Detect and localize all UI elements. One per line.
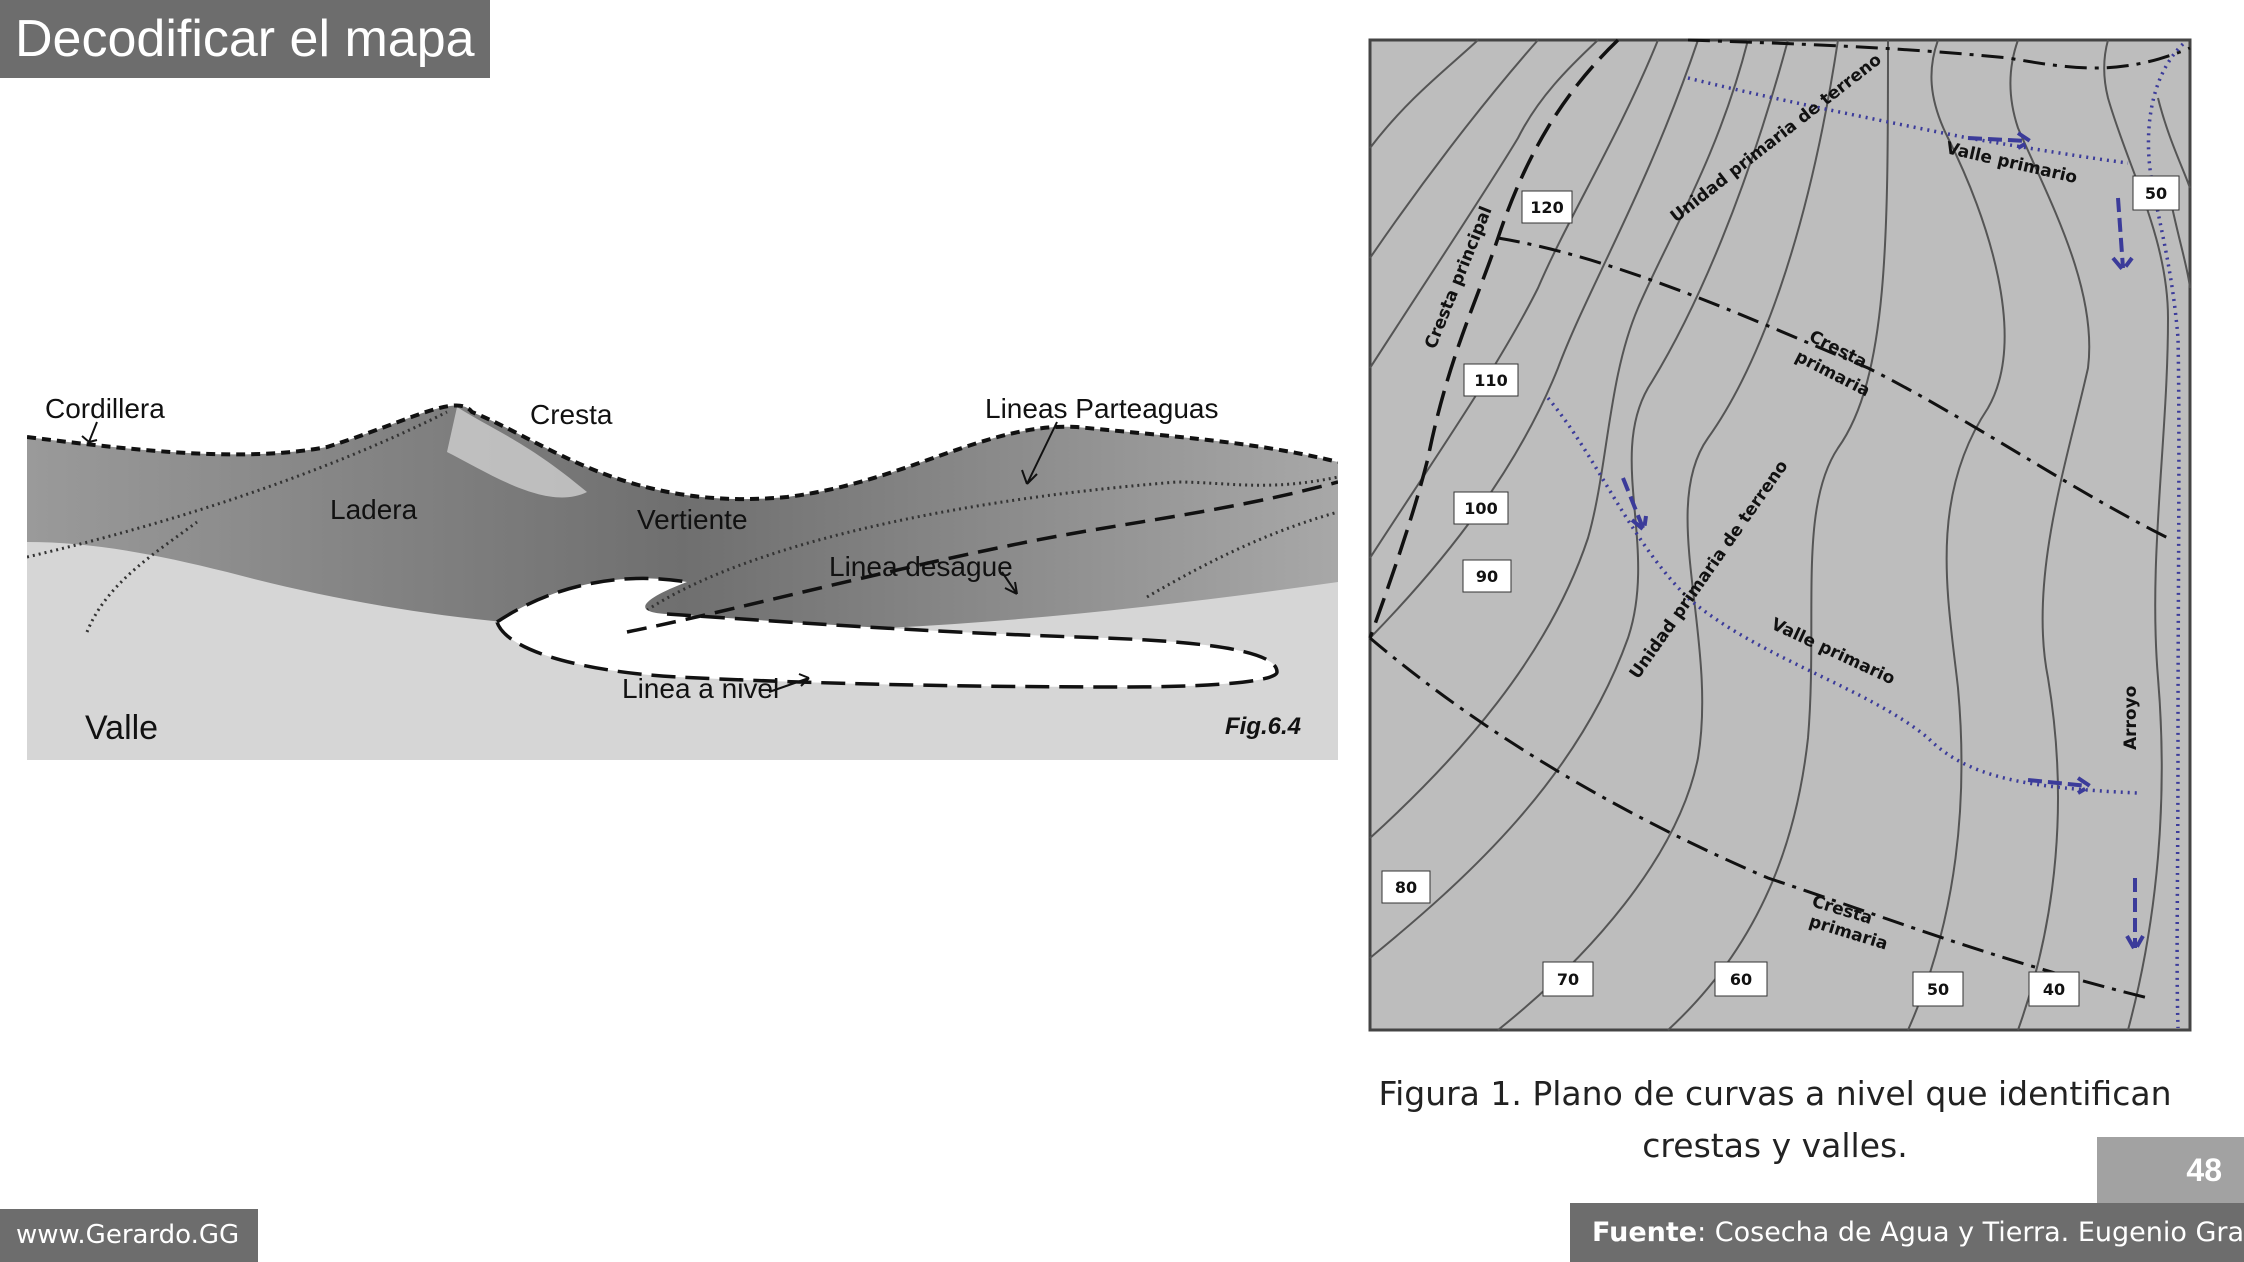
svg-text:80: 80 [1395,878,1417,897]
label-cresta: Cresta [530,399,613,430]
elevation-label: 90 [1462,559,1512,593]
crest-lines [1369,38,2191,1000]
slope-dotted-line-4 [1146,510,1338,599]
elevation-label: 50 [1912,971,1964,1007]
label-cordillera: Cordillera [45,393,165,424]
cresta-principal-line [1368,38,1620,639]
ridge-dashed-line [27,403,1338,502]
label-valle: Valle [85,709,158,747]
elevation-label: 100 [1453,491,1509,525]
svg-text:40: 40 [2043,980,2065,999]
elevation-label: 60 [1714,961,1768,997]
svg-text:60: 60 [1730,970,1752,989]
page-number: 48 [2097,1137,2244,1203]
label-linea-a-nivel: Linea a nivel [622,673,779,704]
elevation-label: 40 [2028,971,2080,1007]
label-lineas-parteaguas: Lineas Parteaguas [985,393,1219,424]
svg-text:110: 110 [1474,371,1507,390]
arrow-cordillera [81,421,98,444]
elevation-label: 120 [1521,190,1573,224]
svg-text:90: 90 [1476,567,1498,586]
slide-title: Decodificar el mapa [0,0,490,78]
svg-text:100: 100 [1464,499,1497,518]
contour-lines [1369,39,2191,1031]
hill-body [27,405,1338,632]
elevation-label: 80 [1381,870,1431,904]
label-ladera: Ladera [330,494,418,525]
contour-dashed-line [495,576,1279,689]
svg-text:120: 120 [1530,198,1563,217]
landscape-figure: Cordillera Cresta Lineas Parteaguas Lade… [27,382,1338,760]
svg-text:50: 50 [1927,980,1949,999]
label-vertiente: Vertiente [637,504,748,535]
elevation-label: 50 [2132,175,2180,211]
slope-dotted-line-2 [85,520,198,633]
caption-line-2: crestas y valles. [1642,1126,1908,1165]
caption-line-1: Figura 1. Plano de curvas a nivel que id… [1378,1074,2172,1113]
label-fig-id: Fig.6.4 [1225,713,1301,740]
figure-caption: Figura 1. Plano de curvas a nivel que id… [1370,1068,2180,1172]
arrow-linea-desague [1001,571,1018,595]
valley-lines [1546,42,2185,1029]
water-body [497,578,1277,687]
arrow-parteaguas [1021,421,1058,485]
contour-map: Cresta principal Unidad primaria de terr… [1368,38,2192,1032]
svg-text:50: 50 [2145,184,2167,203]
drainage-dashed-line [626,480,1338,634]
label-linea-desague: Linea desague [829,551,1013,582]
source-text: : Cosecha de Agua y Tierra. Eugenio Gras [1697,1217,2244,1248]
svg-text:70: 70 [1557,970,1579,989]
website-label: www.Gerardo.GG [0,1209,258,1262]
hill-highlight [447,407,587,498]
flow-arrows [1621,131,2145,955]
slope-dotted-line-3 [636,475,1338,619]
source-credit: Fuente: Cosecha de Agua y Tierra. Eugeni… [1570,1203,2244,1262]
elevation-label: 110 [1463,363,1519,397]
arrow-linea-a-nivel [768,673,810,693]
elevation-label: 70 [1542,961,1594,997]
label-arroyo: Arroyo [2121,686,2141,750]
source-label: Fuente [1592,1217,1698,1248]
